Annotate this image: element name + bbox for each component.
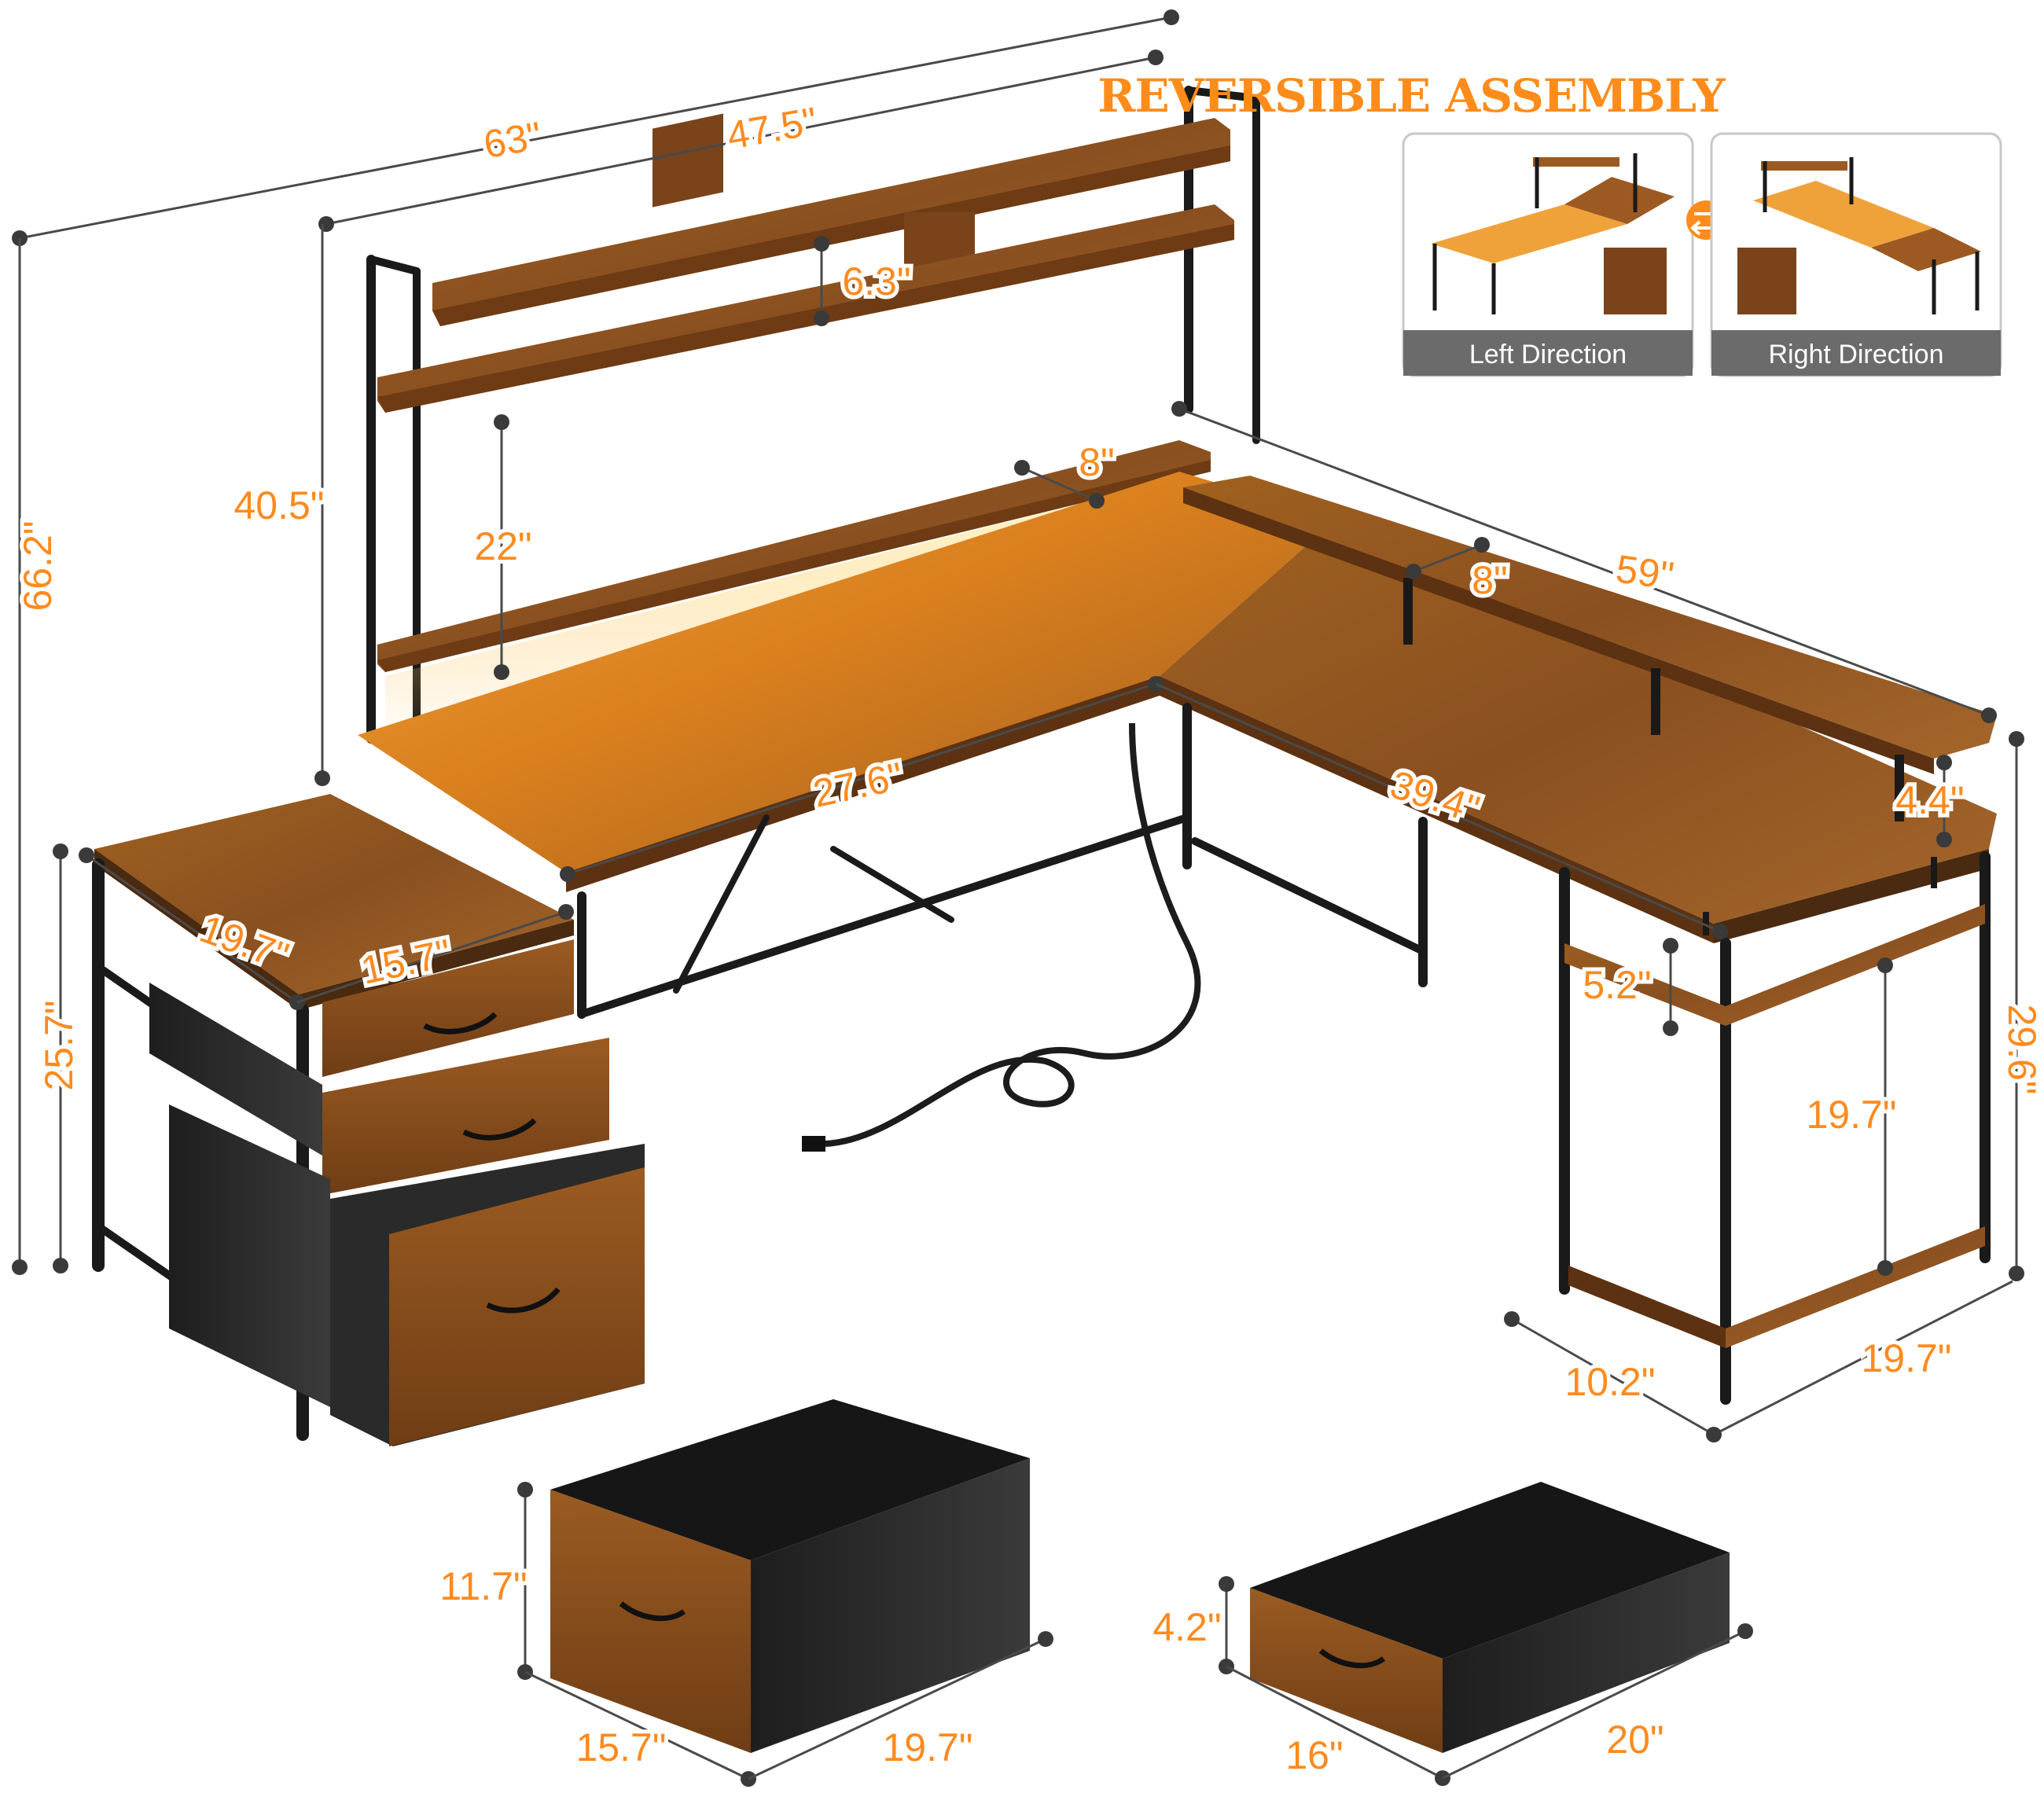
- desk-top-return: [1160, 519, 1997, 924]
- reversible-assembly-panel: REVERSIBLE ASSEMBLY Left Direction: [1097, 69, 2002, 377]
- file-drawer-front: [550, 1490, 751, 1753]
- dim-shelf-width: 19.7": [1861, 1336, 1951, 1380]
- right-direction-thumbnail: [1737, 157, 1981, 314]
- power-plug: [802, 1136, 825, 1152]
- drawer-handle-icon: [486, 1287, 561, 1314]
- dim-file-drawer-height: 11.7": [439, 1564, 527, 1608]
- drawer-handle-icon: [1318, 1648, 1386, 1669]
- cabinet-drawer-middle: [322, 1038, 609, 1195]
- option-right-direction: Right Direction: [1710, 132, 2002, 377]
- dim-riser-depth: 8": [1472, 558, 1508, 602]
- power-cord: [825, 722, 1201, 1147]
- left-direction-label: Left Direction: [1469, 340, 1627, 369]
- cabinet-drawer-top: [322, 939, 574, 1077]
- hutch-cubby-left: [653, 113, 723, 208]
- dim-shelf-height-large: 19.7": [1806, 1093, 1896, 1137]
- dim-small-drawer-depth: 16": [1285, 1733, 1343, 1777]
- dim-hutch-height: 40.5": [233, 483, 324, 527]
- dim-total-height: 66.2": [16, 520, 60, 611]
- side-shelf-bottom: [1568, 1226, 1985, 1348]
- small-drawer-side: [1443, 1553, 1730, 1753]
- dim-file-drawer-width: 19.7": [882, 1725, 972, 1769]
- dim-small-drawer-height: 4.2": [1153, 1605, 1221, 1649]
- dim-shelf-depth: 10.2": [1564, 1360, 1655, 1404]
- dim-hutch-depth: 8": [1079, 440, 1115, 484]
- right-direction-label: Right Direction: [1769, 340, 1944, 369]
- cabinet-drawer-file: [389, 1167, 645, 1446]
- file-cabinet: [92, 794, 645, 1446]
- left-direction-thumbnail: [1431, 153, 1675, 314]
- headphone-hooks: [1703, 857, 1937, 935]
- dim-hutch-width: 47.5": [724, 99, 821, 158]
- left-direction-caption-bar: [1403, 330, 1693, 376]
- dimension-lines: [12, 9, 2024, 1787]
- file-drawer-standalone: [550, 1399, 1030, 1753]
- dim-side-length: 59": [1613, 546, 1676, 598]
- dim-shelf-gap: 6.3": [842, 259, 910, 303]
- reversible-assembly-title: REVERSIBLE ASSEMBLY: [1097, 69, 1726, 123]
- dim-small-drawer-width: 20": [1606, 1718, 1664, 1762]
- drawer-handle-icon: [423, 1012, 498, 1034]
- dim-riser-height: 4.4": [1895, 778, 1964, 822]
- monitor-riser: [1183, 476, 1997, 759]
- desk-top-main: [358, 472, 1336, 873]
- dim-file-drawer-depth: 15.7": [575, 1725, 666, 1769]
- drawer-handle-icon: [462, 1118, 537, 1141]
- option-left-direction: Left Direction: [1402, 132, 1694, 377]
- file-drawer-side: [751, 1458, 1030, 1753]
- cabinet-top: [94, 794, 574, 994]
- dimension-labels: 63" 47.5" 6.3" 66.2" 40.5" 22" 8" 59" 8"…: [12, 95, 2044, 1781]
- small-drawer-standalone: [1250, 1482, 1730, 1753]
- right-direction-caption-bar: [1711, 330, 2001, 376]
- dim-hutch-clearance: 22": [474, 524, 531, 568]
- dim-total-width: 63": [480, 113, 545, 167]
- dim-shelf-height-small: 5.2": [1583, 963, 1651, 1007]
- dim-cabinet-height: 25.7": [37, 1000, 81, 1090]
- drawer-handle-icon: [619, 1601, 686, 1622]
- small-drawer-front: [1250, 1588, 1443, 1753]
- dim-desk-height: 29.6": [2000, 1004, 2044, 1094]
